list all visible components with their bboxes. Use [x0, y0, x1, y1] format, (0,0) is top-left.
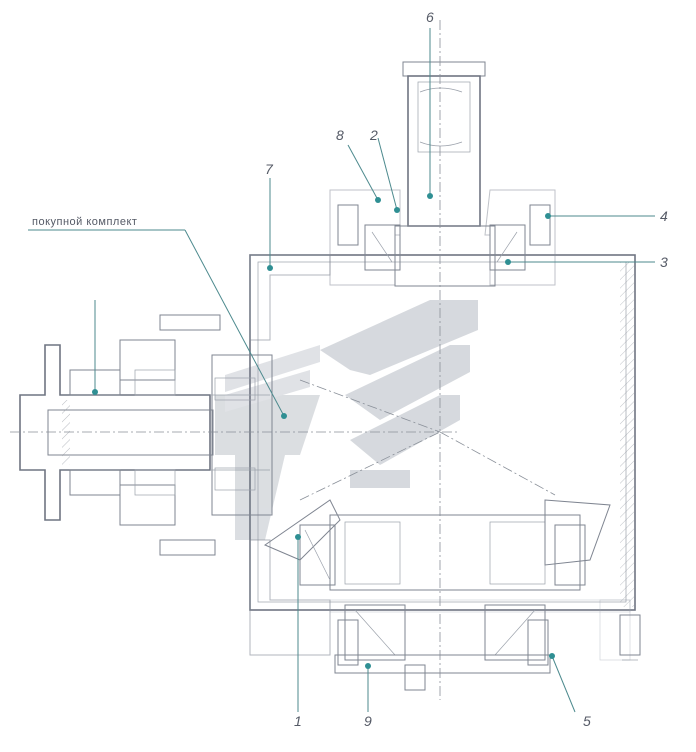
callout-2: 2 — [369, 127, 378, 143]
bottom-right-plug — [619, 614, 641, 661]
callout-5: 5 — [583, 713, 591, 729]
callout-leaders — [28, 28, 655, 713]
side-label-purchased-kit: покупной комплект — [32, 216, 137, 228]
callout-4: 4 — [660, 208, 668, 224]
callout-1-bottom: 1 — [294, 713, 302, 729]
callout-6: 6 — [426, 9, 434, 25]
bottom-bearings — [334, 604, 551, 691]
watermark-logo — [215, 300, 478, 540]
callout-3: 3 — [660, 254, 668, 270]
callout-7: 7 — [265, 161, 274, 177]
callout-labels: покупной комплект 6 8 2 7 4 3 1 9 5 — [32, 9, 668, 729]
callout-9: 9 — [364, 713, 372, 729]
callout-8: 8 — [336, 127, 344, 143]
ring-gear-assembly — [263, 499, 611, 591]
vertical-shaft — [329, 20, 556, 700]
